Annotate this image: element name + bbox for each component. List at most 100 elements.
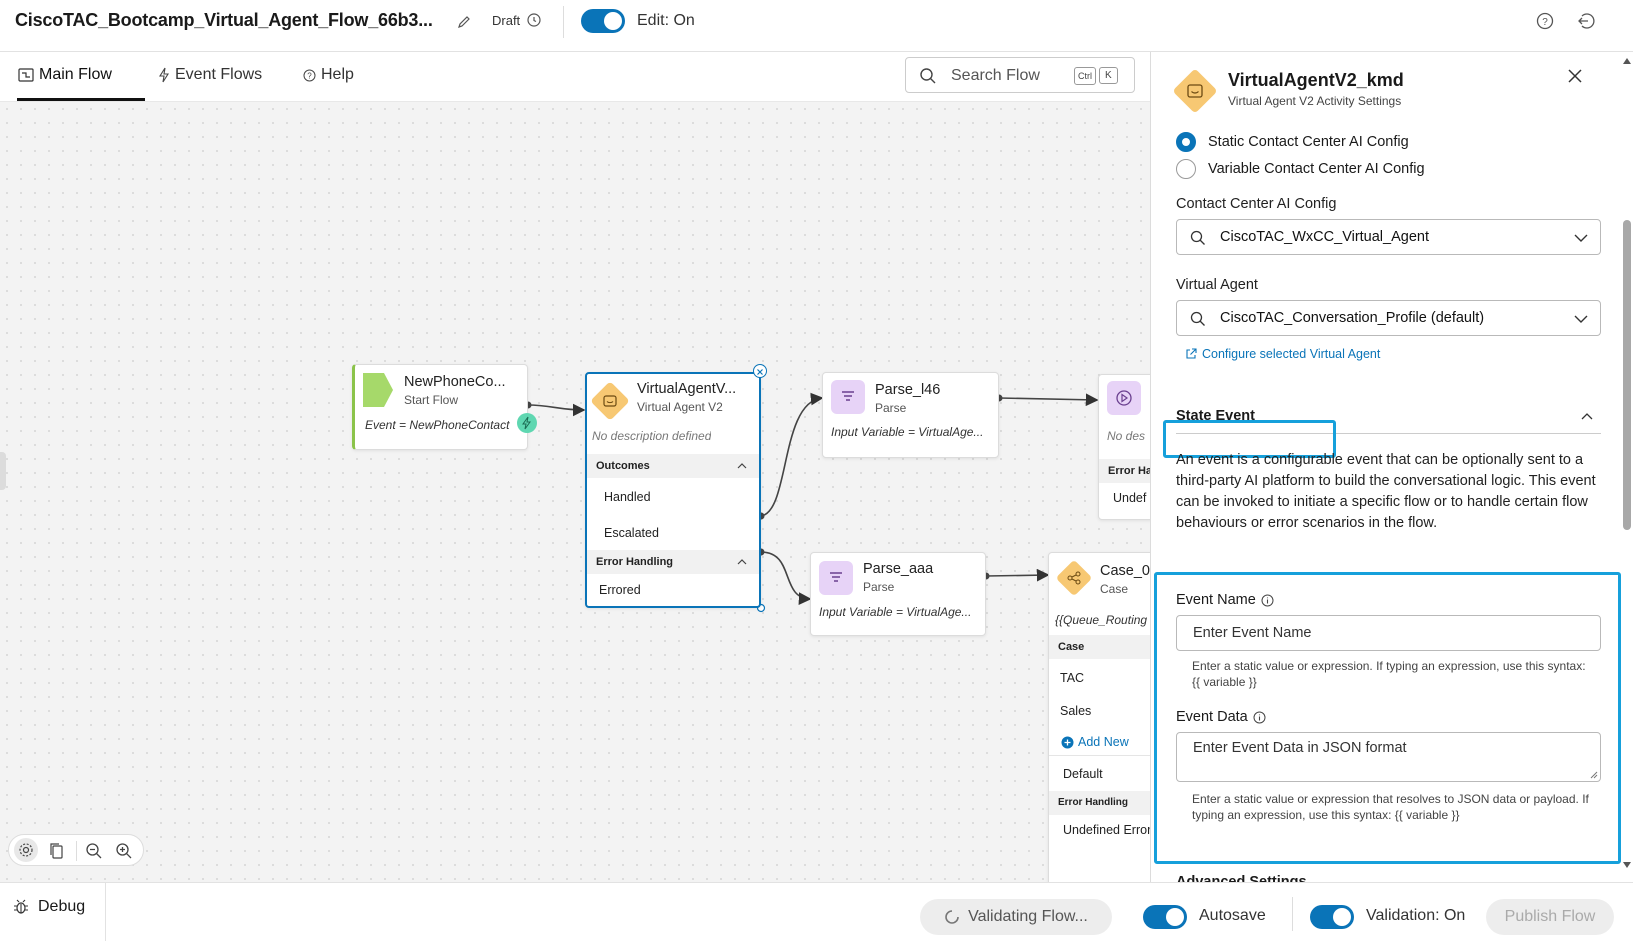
radio-static-config[interactable]: Static Contact Center AI Config	[1176, 132, 1409, 152]
chevron-down-icon	[1574, 315, 1588, 323]
zoom-in-icon[interactable]	[115, 842, 133, 865]
zoom-out-icon[interactable]	[85, 842, 103, 865]
play-error-item[interactable]: Undef	[1113, 491, 1147, 505]
tab-bar: Main Flow Event Flows ? Help Search Flow…	[0, 52, 1150, 102]
settings-gear-icon[interactable]	[14, 838, 38, 862]
validation-toggle[interactable]	[1310, 905, 1354, 929]
outcomes-header[interactable]: Outcomes	[587, 454, 759, 478]
plus-circle-icon	[1061, 736, 1074, 748]
start-flow-node[interactable]: NewPhoneCo... Start Flow Event = NewPhon…	[352, 364, 537, 450]
start-node-event: Event = NewPhoneContact	[365, 418, 510, 432]
parse1-title: Parse_l46	[875, 382, 941, 398]
top-bar: CiscoTAC_Bootcamp_Virtual_Agent_Flow_66b…	[0, 0, 1633, 52]
radio-selected-icon	[1176, 132, 1196, 152]
info-icon[interactable]	[1253, 711, 1266, 724]
case-sales[interactable]: Sales	[1060, 704, 1092, 718]
left-panel-handle[interactable]	[0, 452, 6, 490]
edit-toggle-label: Edit: On	[637, 12, 695, 29]
flow-title: CiscoTAC_Bootcamp_Virtual_Agent_Flow_66b…	[15, 10, 433, 30]
search-flow-box[interactable]: Search Flow Ctrl K	[905, 57, 1135, 93]
play-node[interactable]: No des Error Ha Undef	[1098, 374, 1150, 520]
shortcut-key-ctrl: Ctrl	[1074, 67, 1096, 85]
radio-variable-config[interactable]: Variable Contact Center AI Config	[1176, 159, 1425, 179]
edit-name-icon[interactable]	[456, 14, 472, 30]
close-icon[interactable]	[1567, 68, 1583, 84]
divider	[105, 883, 106, 941]
history-icon[interactable]	[526, 12, 542, 28]
add-new-case[interactable]: Add New	[1061, 735, 1129, 749]
help-icon[interactable]: ?	[1536, 12, 1554, 30]
parse1-input-variable: Input Variable = VirtualAge...	[831, 425, 984, 439]
parse2-subtitle: Parse	[863, 580, 895, 594]
event-fields-highlight	[1154, 572, 1621, 864]
resize-handle-icon[interactable]	[1590, 771, 1598, 779]
state-event-highlight	[1163, 420, 1336, 458]
configure-virtual-agent-link[interactable]: Configure selected Virtual Agent	[1185, 347, 1380, 361]
advanced-settings-header[interactable]: Advanced Settings	[1176, 874, 1307, 882]
active-tab-indicator	[17, 98, 145, 101]
case-header[interactable]: Case	[1049, 635, 1150, 659]
lightning-icon	[159, 67, 169, 83]
divider	[563, 6, 564, 38]
error-handling-header[interactable]: Error Handling	[587, 550, 759, 574]
va-node-description: No description defined	[592, 429, 712, 443]
external-link-icon	[1186, 348, 1197, 359]
event-name-input[interactable]: Enter Event Name	[1176, 615, 1601, 651]
flow-canvas[interactable]: NewPhoneCo... Start Flow Event = NewPhon…	[0, 102, 1150, 882]
parse-aaa-node[interactable]: Parse_aaa Parse Input Variable = Virtual…	[810, 552, 986, 636]
radio-static-label: Static Contact Center AI Config	[1208, 134, 1409, 150]
case-undefined-error[interactable]: Undefined Error	[1063, 823, 1150, 837]
info-icon[interactable]	[1261, 594, 1274, 607]
spinner-icon	[945, 910, 959, 924]
validating-flow-button[interactable]: Validating Flow...	[920, 899, 1112, 935]
tab-event-flows[interactable]: Event Flows	[158, 66, 262, 84]
connector-parse2-case	[985, 568, 1050, 582]
case-default[interactable]: Default	[1063, 767, 1103, 781]
panel-scrollbar[interactable]	[1620, 52, 1633, 882]
bug-icon	[14, 899, 28, 914]
debug-button[interactable]: Debug	[12, 898, 85, 916]
event-data-label: Event Data	[1176, 709, 1266, 725]
case-node[interactable]: Case_0 Case {{Queue_Routing Case TAC Sal…	[1048, 552, 1150, 882]
divider	[76, 841, 77, 861]
case-tac[interactable]: TAC	[1060, 671, 1085, 685]
tab-help[interactable]: ? Help	[303, 66, 354, 84]
connector-parse1-play	[998, 393, 1099, 407]
panel-subtitle: Virtual Agent V2 Activity Settings	[1228, 94, 1402, 108]
ccai-config-value: CiscoTAC_WxCC_Virtual_Agent	[1220, 229, 1429, 245]
search-icon	[1190, 311, 1205, 326]
copy-icon[interactable]	[49, 842, 65, 865]
parse-icon	[819, 561, 853, 595]
exit-icon[interactable]	[1577, 12, 1595, 30]
case-error-handling-header[interactable]: Error Handling	[1049, 791, 1150, 815]
validation-label: Validation: On	[1366, 907, 1466, 924]
outcome-escalated[interactable]: Escalated	[604, 526, 659, 540]
edit-toggle[interactable]	[581, 9, 625, 33]
virtual-agent-label: Virtual Agent	[1176, 277, 1258, 293]
virtual-agent-node[interactable]: VirtualAgentV... Virtual Agent V2 No des…	[585, 372, 761, 608]
svg-text:?: ?	[307, 71, 312, 80]
virtual-agent-select[interactable]: CiscoTAC_Conversation_Profile (default)	[1176, 300, 1601, 336]
radio-variable-label: Variable Contact Center AI Config	[1208, 161, 1425, 177]
play-error-header[interactable]: Error Ha	[1099, 459, 1150, 483]
state-event-description: An event is a configurable event that ca…	[1176, 452, 1596, 531]
error-errored[interactable]: Errored	[599, 583, 641, 597]
event-data-textarea[interactable]: Enter Event Data in JSON format	[1176, 732, 1601, 782]
autosave-toggle[interactable]	[1143, 905, 1187, 929]
publish-flow-button[interactable]: Publish Flow	[1486, 899, 1614, 935]
connector-escalated-parse2	[760, 551, 812, 606]
outcome-handled[interactable]: Handled	[604, 490, 651, 504]
svg-text:?: ?	[1542, 17, 1548, 28]
scrollbar-thumb[interactable]	[1623, 220, 1631, 530]
event-lightning-icon[interactable]	[517, 413, 537, 433]
ccai-config-select[interactable]: CiscoTAC_WxCC_Virtual_Agent	[1176, 219, 1601, 255]
connector-start-va	[527, 403, 586, 417]
event-name-label: Event Name	[1176, 592, 1274, 608]
event-name-placeholder: Enter Event Name	[1193, 625, 1312, 641]
tab-main-flow[interactable]: Main Flow	[18, 66, 112, 84]
question-icon: ?	[303, 69, 316, 81]
chevron-up-icon	[737, 463, 747, 469]
parse-l46-node[interactable]: Parse_l46 Parse Input Variable = Virtual…	[822, 372, 999, 458]
play-node-description: No des	[1107, 429, 1146, 443]
delete-node-icon[interactable]	[753, 364, 767, 378]
